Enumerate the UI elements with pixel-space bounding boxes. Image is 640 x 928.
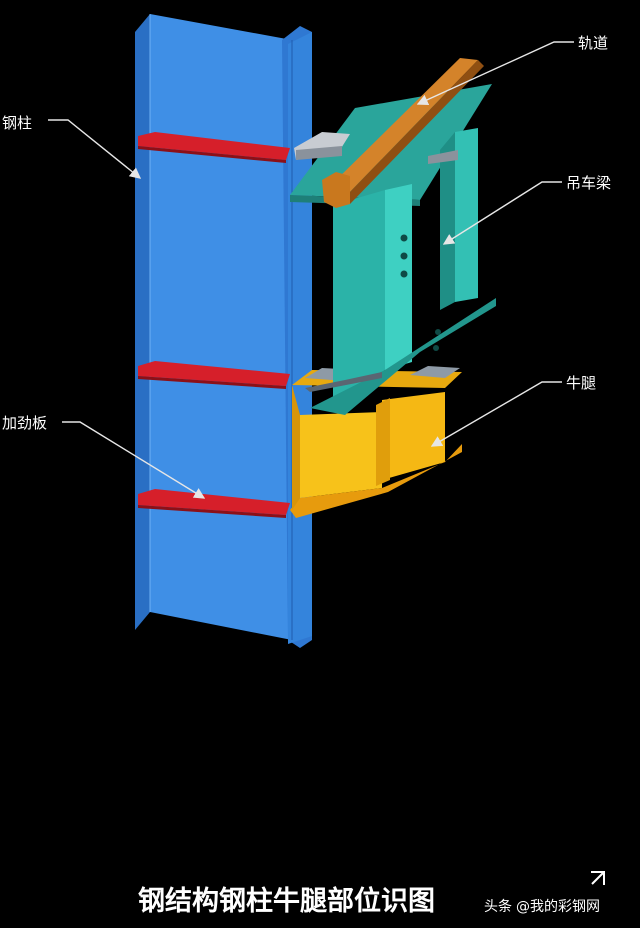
label-rail-group: 轨道 [416, 34, 608, 106]
label-column-group: 钢柱 [2, 114, 142, 179]
diagram-caption: 钢结构钢柱牛腿部位识图 [138, 885, 435, 917]
steel-column [135, 14, 312, 648]
label-rail: 轨道 [578, 34, 608, 52]
stiffener-plate-bottom [138, 489, 290, 515]
watermark: 头条 @我的彩钢网 [484, 898, 600, 915]
stiffener-plates [138, 132, 290, 518]
stiffener-plate-middle [138, 361, 290, 386]
label-stiffener-group: 加劲板 [2, 414, 206, 499]
stiffener-plate-top [138, 132, 290, 160]
label-crane-beam: 吊车梁 [566, 174, 611, 192]
watermark-account: @我的彩钢网 [516, 899, 600, 915]
label-stiffener: 加劲板 [2, 414, 47, 432]
label-corbel: 牛腿 [566, 374, 596, 392]
expand-icon[interactable] [591, 871, 605, 885]
rail [322, 58, 484, 208]
label-crane-beam-group: 吊车梁 [442, 174, 611, 245]
label-corbel-group: 牛腿 [430, 374, 596, 447]
watermark-platform: 头条 [484, 898, 512, 915]
label-column: 钢柱 [2, 114, 32, 132]
